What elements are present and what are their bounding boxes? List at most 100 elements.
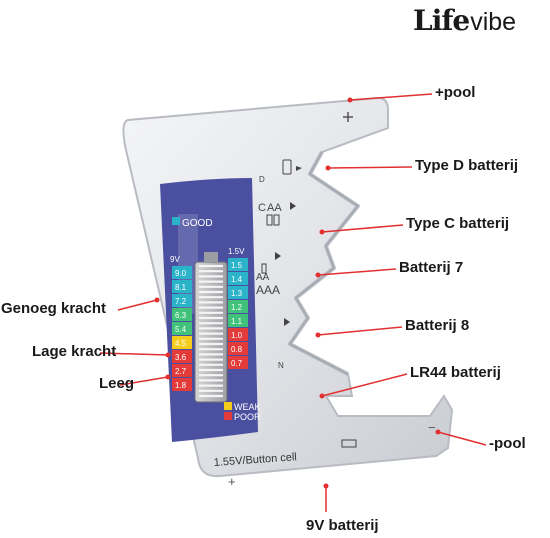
- leader-line: [317, 326, 403, 336]
- callout-9v: 9V batterij: [306, 517, 379, 534]
- slot-label-aaa: AAA: [256, 283, 280, 297]
- callout-leader-lines: [99, 93, 487, 512]
- scale-value: 5.4: [175, 325, 187, 334]
- leader-dot: [435, 429, 441, 435]
- poor-swatch: [224, 412, 232, 420]
- left-scale-header: 9V: [170, 255, 180, 264]
- leader-line: [321, 224, 404, 233]
- battery-slot-shadow: [288, 151, 360, 376]
- right-scale-cells: 1.5 1.4 1.3 1.2 1.1 1.0 0.8 0.7: [228, 258, 248, 369]
- plus-pole-mark: [343, 112, 353, 122]
- scale-cell: [228, 314, 248, 327]
- scale-cell: [172, 350, 192, 363]
- scale-value: 4.5: [175, 339, 187, 348]
- leader-line: [437, 431, 487, 446]
- leader-dot: [323, 483, 329, 489]
- scale-cell: [228, 328, 248, 341]
- battery-small-icon: [284, 318, 290, 326]
- leader-dot: [165, 374, 171, 380]
- scale-value: 1.5: [231, 261, 243, 270]
- scale-value: 8.1: [175, 283, 187, 292]
- leader-dot: [165, 352, 171, 358]
- callout-type-c: Type C batterij: [406, 215, 510, 232]
- button-cell-label: 1.55V/Button cell: [213, 451, 297, 469]
- scale-value: 0.8: [231, 345, 243, 354]
- scale-cell: [228, 356, 248, 369]
- battery-c-icon: [266, 202, 296, 226]
- scale-cell: [172, 322, 192, 335]
- scale-cell: [228, 300, 248, 313]
- leader-line: [317, 268, 397, 276]
- leader-line: [117, 299, 158, 311]
- brand-logo: Lifevibe: [413, 4, 516, 40]
- callout-battery-8: Batterij 8: [405, 317, 470, 334]
- callout-empty: Leeg: [99, 375, 135, 392]
- leader-dot: [347, 97, 353, 103]
- scale-value: 1.2: [231, 303, 243, 312]
- scale-value: 7.2: [175, 297, 187, 306]
- callout-minus-pole: -pool: [489, 435, 526, 452]
- slot-label-c: C: [258, 202, 266, 214]
- button-cell-icon: [341, 439, 357, 448]
- battery-d-icon: [282, 159, 302, 175]
- leader-dot: [319, 229, 325, 235]
- scale-cell: [172, 336, 192, 349]
- scale-cell: [228, 342, 248, 355]
- callout-battery-7: Batterij 7: [399, 259, 464, 276]
- scale-value: 9.0: [175, 269, 187, 278]
- scale-value: 1.1: [231, 317, 243, 326]
- voltage-gauge: [194, 252, 228, 403]
- callout-low-power: Lage kracht: [32, 343, 117, 360]
- slot-label-d: D: [259, 175, 265, 184]
- scale-cell: [172, 280, 192, 293]
- leader-dot: [315, 332, 321, 338]
- scale-cell: [172, 378, 192, 391]
- leader-dot: [319, 393, 325, 399]
- scale-value: 1.4: [231, 275, 243, 284]
- scale-value: 3.6: [175, 353, 187, 362]
- leader-line: [327, 166, 413, 169]
- scale-value: 6.3: [175, 311, 187, 320]
- scale-cell: [172, 308, 192, 321]
- right-scale-header: 1.5V: [228, 247, 245, 256]
- scale-value: 2.7: [175, 367, 187, 376]
- callout-plus-pole: +pool: [435, 84, 476, 101]
- leader-line: [99, 352, 169, 356]
- scale-cell: [172, 266, 192, 279]
- scale-cell: [172, 364, 192, 377]
- scale-cell: [228, 258, 248, 271]
- leader-line: [349, 93, 433, 101]
- good-label: GOOD: [182, 218, 213, 229]
- battery-aa-icon: [261, 252, 281, 274]
- leader-line: [321, 373, 408, 397]
- logo-thin-text: vibe: [470, 8, 517, 36]
- callout-lr44: LR44 batterij: [410, 364, 501, 381]
- scale-value: 0.7: [231, 359, 243, 368]
- weak-swatch: [224, 402, 232, 410]
- bottom-minus-sign: −: [428, 420, 436, 435]
- bottom-plus-sign: +: [228, 474, 236, 489]
- scale-cell: [228, 286, 248, 299]
- leader-dot: [315, 272, 321, 278]
- scale-cell: [172, 294, 192, 307]
- slot-label-aa-small: AA: [256, 272, 270, 283]
- leader-dot: [154, 297, 160, 303]
- scale-value: 1.3: [231, 289, 243, 298]
- slot-label-aa: AA: [267, 202, 282, 214]
- good-swatch: [172, 217, 180, 225]
- scale-value: 1.0: [231, 331, 243, 340]
- scale-value: 1.8: [175, 381, 187, 390]
- poor-label: POOR: [234, 412, 261, 422]
- scale-cell: [228, 272, 248, 285]
- leader-line: [119, 376, 169, 386]
- leader-dot: [325, 165, 331, 171]
- logo-bold-text: Life: [413, 4, 470, 37]
- callout-enough-power: Genoeg kracht: [1, 300, 107, 317]
- callout-type-d: Type D batterij: [415, 157, 519, 174]
- slot-label-n: N: [278, 361, 284, 370]
- left-scale-cells: 9.0 8.1 7.2 6.3 5.4 4.5 3.6 2.7 1.8: [172, 266, 192, 391]
- weak-label: WEAK: [234, 402, 261, 412]
